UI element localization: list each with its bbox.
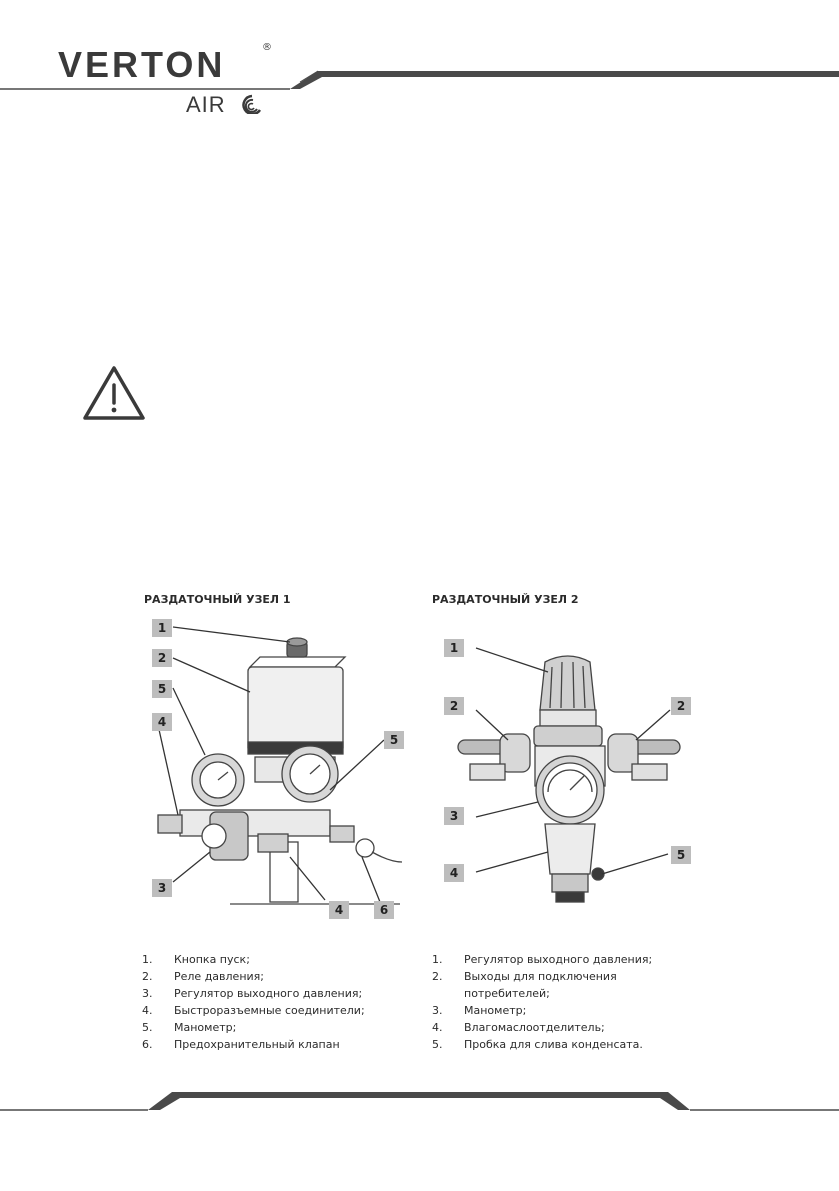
panel2-legend: 1.Регулятор выходного давления; 2.Выходы… <box>432 951 692 1053</box>
registered-mark: ® <box>262 42 272 53</box>
callout-4-coupler-bottom: 4 <box>329 901 349 919</box>
callout-2-outlet-right: 2 <box>671 697 691 715</box>
air-wave-icon <box>242 94 262 114</box>
callout-5-gauge-right: 5 <box>384 731 404 749</box>
list-item: 2.Выходы для подключения потребителей; <box>432 970 617 1000</box>
callout-5-drain-plug: 5 <box>671 846 691 864</box>
list-item: 6.Предохранительный клапан <box>142 1038 340 1051</box>
callout-6-safety-valve: 6 <box>374 901 394 919</box>
list-item: 4.Влагомаслоотделитель; <box>432 1021 605 1034</box>
callout-4-separator: 4 <box>444 864 464 882</box>
list-item: 1.Кнопка пуск; <box>142 953 250 966</box>
list-item: 4.Быстроразъемные соединители; <box>142 1004 365 1017</box>
distribution-unit-2-drawing <box>457 647 681 903</box>
brand-logo: VERTON <box>58 44 226 85</box>
callout-1-start-button: 1 <box>152 619 172 637</box>
list-item: 3.Манометр; <box>432 1004 527 1017</box>
panel2-title: РАЗДАТОЧНЫЙ УЗЕЛ 2 <box>432 593 579 606</box>
header-frame <box>0 70 839 90</box>
list-item: 5.Манометр; <box>142 1021 237 1034</box>
list-item: 5.Пробка для слива конденсата. <box>432 1038 643 1051</box>
panel1-legend: 1.Кнопка пуск; 2.Реле давления; 3.Регуля… <box>142 951 392 1053</box>
callout-3-gauge: 3 <box>444 807 464 825</box>
list-item: 3.Регулятор выходного давления; <box>142 987 363 1000</box>
callout-3-regulator: 3 <box>152 879 172 897</box>
distribution-unit-1-drawing <box>157 626 403 905</box>
callout-2-pressure-switch: 2 <box>152 649 172 667</box>
callout-2-outlet-left: 2 <box>444 697 464 715</box>
warning-triangle-icon <box>83 366 145 420</box>
footer-frame <box>0 1092 839 1111</box>
callout-1-regulator: 1 <box>444 639 464 657</box>
sub-brand: AIR <box>186 92 226 117</box>
callout-4-coupler-left: 4 <box>152 713 172 731</box>
list-item: 2.Реле давления; <box>142 970 264 983</box>
panel1-title: РАЗДАТОЧНЫЙ УЗЕЛ 1 <box>144 593 291 606</box>
list-item: 1.Регулятор выходного давления; <box>432 953 653 966</box>
callout-5-gauge-left: 5 <box>152 680 172 698</box>
